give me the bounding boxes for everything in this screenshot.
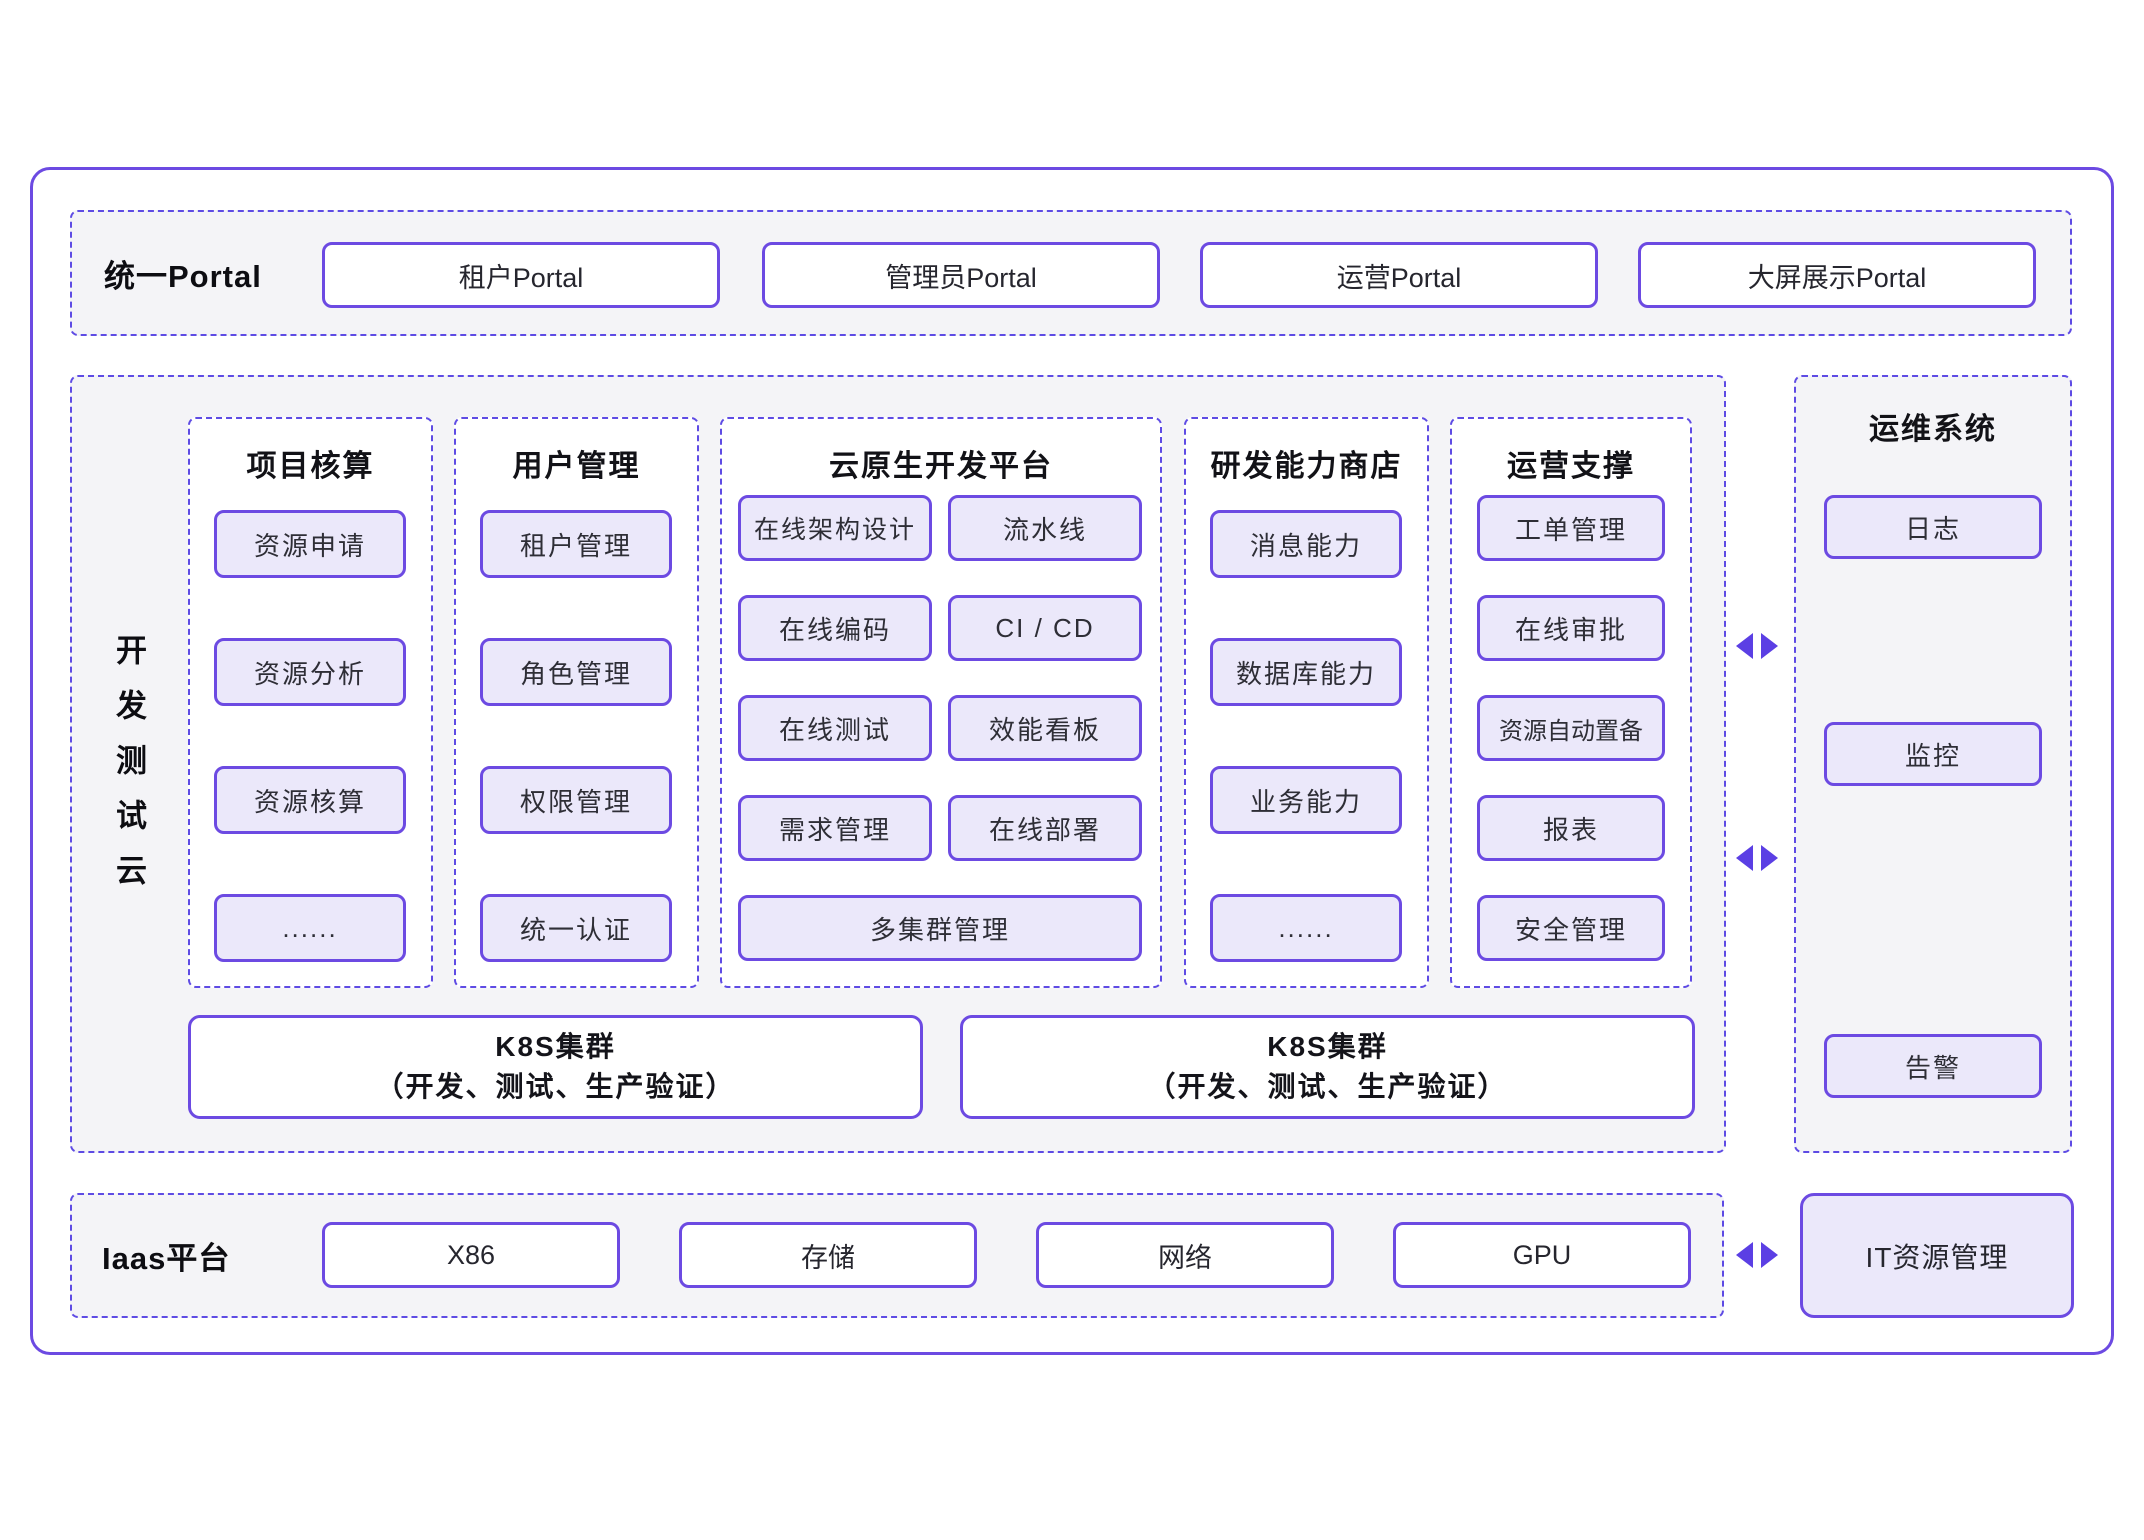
module-chip: 数据库能力: [1210, 638, 1402, 706]
module-chip: 资源申请: [214, 510, 406, 578]
module-chip: 权限管理: [480, 766, 672, 834]
iaas-box-gpu: GPU: [1393, 1222, 1691, 1288]
module-chip: 角色管理: [480, 638, 672, 706]
ops-system-title: 运维系统: [1869, 413, 1997, 446]
module-chip: 安全管理: [1477, 895, 1665, 961]
iaas-box-network: 网络: [1036, 1222, 1334, 1288]
module-chip: 业务能力: [1210, 766, 1402, 834]
column-user-management-title: 用户管理: [512, 450, 641, 483]
module-chip: 在线编码: [738, 595, 932, 661]
module-chip: 消息能力: [1210, 510, 1402, 578]
module-chip: ......: [214, 894, 406, 962]
module-chip: 资源自动置备: [1477, 695, 1665, 761]
module-chip: 资源核算: [214, 766, 406, 834]
iaas-platform-label: Iaas平台: [102, 1240, 231, 1276]
arrow-right-icon: [1761, 845, 1778, 871]
module-chip: ......: [1210, 894, 1402, 962]
it-resource-management-box: IT资源管理: [1800, 1193, 2074, 1318]
module-chip: 流水线: [948, 495, 1142, 561]
module-chip: 租户管理: [480, 510, 672, 578]
k8s-cluster-box: K8S集群 （开发、测试、生产验证）: [960, 1015, 1695, 1119]
iaas-box-x86: X86: [322, 1222, 620, 1288]
module-chip: 效能看板: [948, 695, 1142, 761]
column-capability-store-title: 研发能力商店: [1210, 450, 1403, 483]
arrow-left-icon: [1736, 845, 1753, 871]
bigscreen-portal-box: 大屏展示Portal: [1638, 242, 2036, 308]
module-chip: 在线审批: [1477, 595, 1665, 661]
ops-chip-monitor: 监控: [1824, 722, 2042, 786]
module-chip: 工单管理: [1477, 495, 1665, 561]
ops-chip-log: 日志: [1824, 495, 2042, 559]
arrow-left-icon: [1736, 633, 1753, 659]
bidirectional-arrow-icon: [1736, 633, 1778, 659]
k8s-cluster-box: K8S集群 （开发、测试、生产验证）: [188, 1015, 923, 1119]
arrow-right-icon: [1761, 633, 1778, 659]
dev-test-cloud-label: 开发测试云: [111, 634, 146, 909]
module-chip: 资源分析: [214, 638, 406, 706]
module-chip: CI / CD: [948, 595, 1142, 661]
bidirectional-arrow-icon: [1736, 845, 1778, 871]
module-chip: 在线测试: [738, 695, 932, 761]
module-chip: 统一认证: [480, 894, 672, 962]
module-chip-wide: 多集群管理: [738, 895, 1142, 961]
arrow-left-icon: [1736, 1242, 1753, 1268]
column-cloud-native-platform-title: 云原生开发平台: [829, 450, 1053, 483]
bidirectional-arrow-icon: [1736, 1242, 1778, 1268]
k8s-cluster-subtitle: （开发、测试、生产验证）: [375, 1071, 736, 1102]
tenant-portal-box: 租户Portal: [322, 242, 720, 308]
ops-chip-alert: 告警: [1824, 1034, 2042, 1098]
k8s-cluster-title: K8S集群: [495, 1031, 616, 1062]
module-chip: 在线架构设计: [738, 495, 932, 561]
iaas-box-storage: 存储: [679, 1222, 977, 1288]
k8s-cluster-title: K8S集群: [1267, 1031, 1388, 1062]
column-operation-support-title: 运营支撑: [1507, 450, 1635, 483]
arrow-right-icon: [1761, 1242, 1778, 1268]
column-project-accounting-title: 项目核算: [246, 450, 375, 483]
admin-portal-box: 管理员Portal: [762, 242, 1160, 308]
operation-portal-box: 运营Portal: [1200, 242, 1598, 308]
module-chip: 需求管理: [738, 795, 932, 861]
module-chip: 报表: [1477, 795, 1665, 861]
module-chip: 在线部署: [948, 795, 1142, 861]
unified-portal-label: 统一Portal: [104, 258, 262, 294]
k8s-cluster-subtitle: （开发、测试、生产验证）: [1147, 1071, 1508, 1102]
